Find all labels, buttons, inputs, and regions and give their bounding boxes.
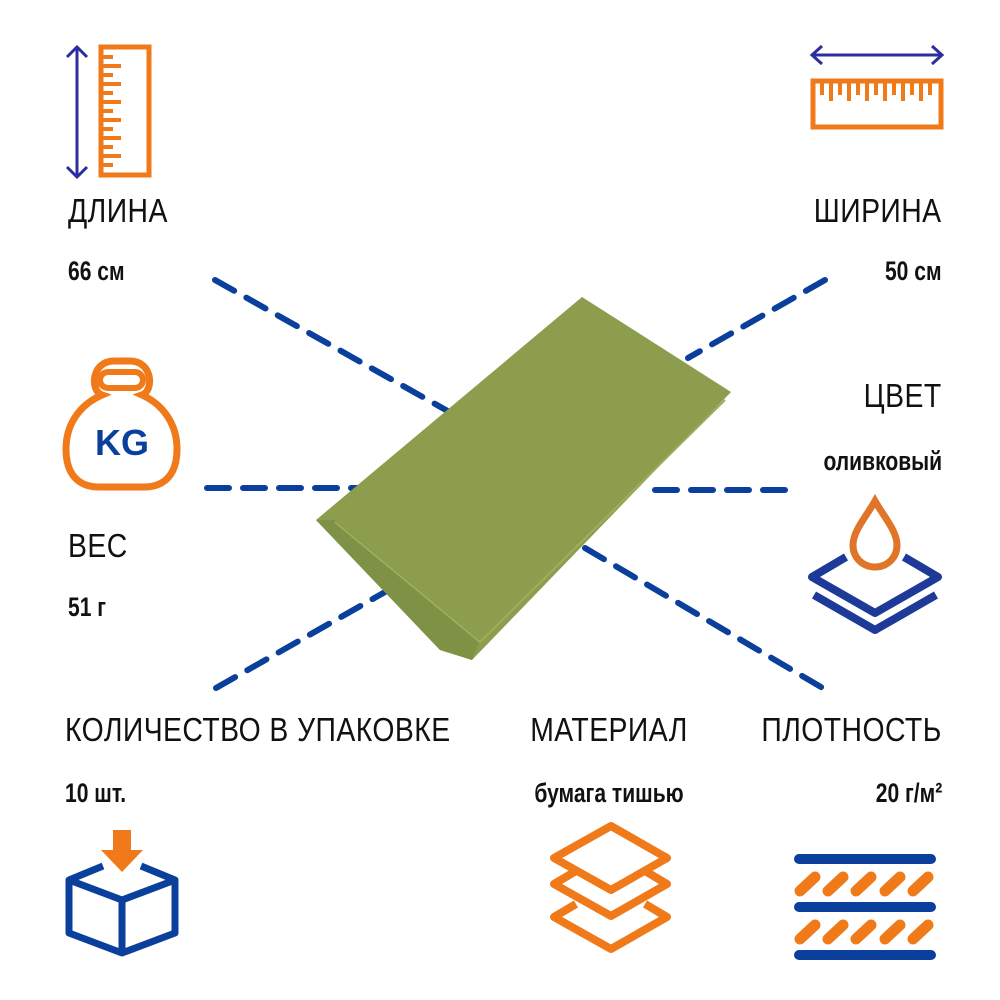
color-value: оливковый xyxy=(823,446,942,476)
material-label: МАТЕРИАЛ xyxy=(530,711,688,748)
color-label: ЦВЕТ xyxy=(864,377,942,414)
weight-value: 51 г xyxy=(68,592,107,622)
kettlebell-kg-text: KG xyxy=(95,422,149,463)
kettlebell-icon: KG xyxy=(62,357,181,491)
layers-icon xyxy=(550,822,671,953)
quantity-label: КОЛИЧЕСТВО В УПАКОВКЕ xyxy=(65,711,451,748)
width-label: ШИРИНА xyxy=(814,192,942,229)
density-label: ПЛОТНОСТЬ xyxy=(761,711,942,748)
quantity-value: 10 шт. xyxy=(65,778,127,808)
box-icon xyxy=(65,830,179,957)
ruler-vertical-icon xyxy=(65,44,152,180)
length-label: ДЛИНА xyxy=(68,192,168,229)
weight-label: ВЕС xyxy=(68,527,128,564)
material-value: бумага тишью xyxy=(534,778,684,808)
drop-layers-icon xyxy=(808,493,942,634)
density-icon xyxy=(794,854,936,960)
ruler-horizontal-icon xyxy=(809,44,945,130)
density-value: 20 г/м² xyxy=(875,778,942,808)
length-value: 66 см xyxy=(68,256,125,286)
width-value: 50 см xyxy=(885,256,942,286)
